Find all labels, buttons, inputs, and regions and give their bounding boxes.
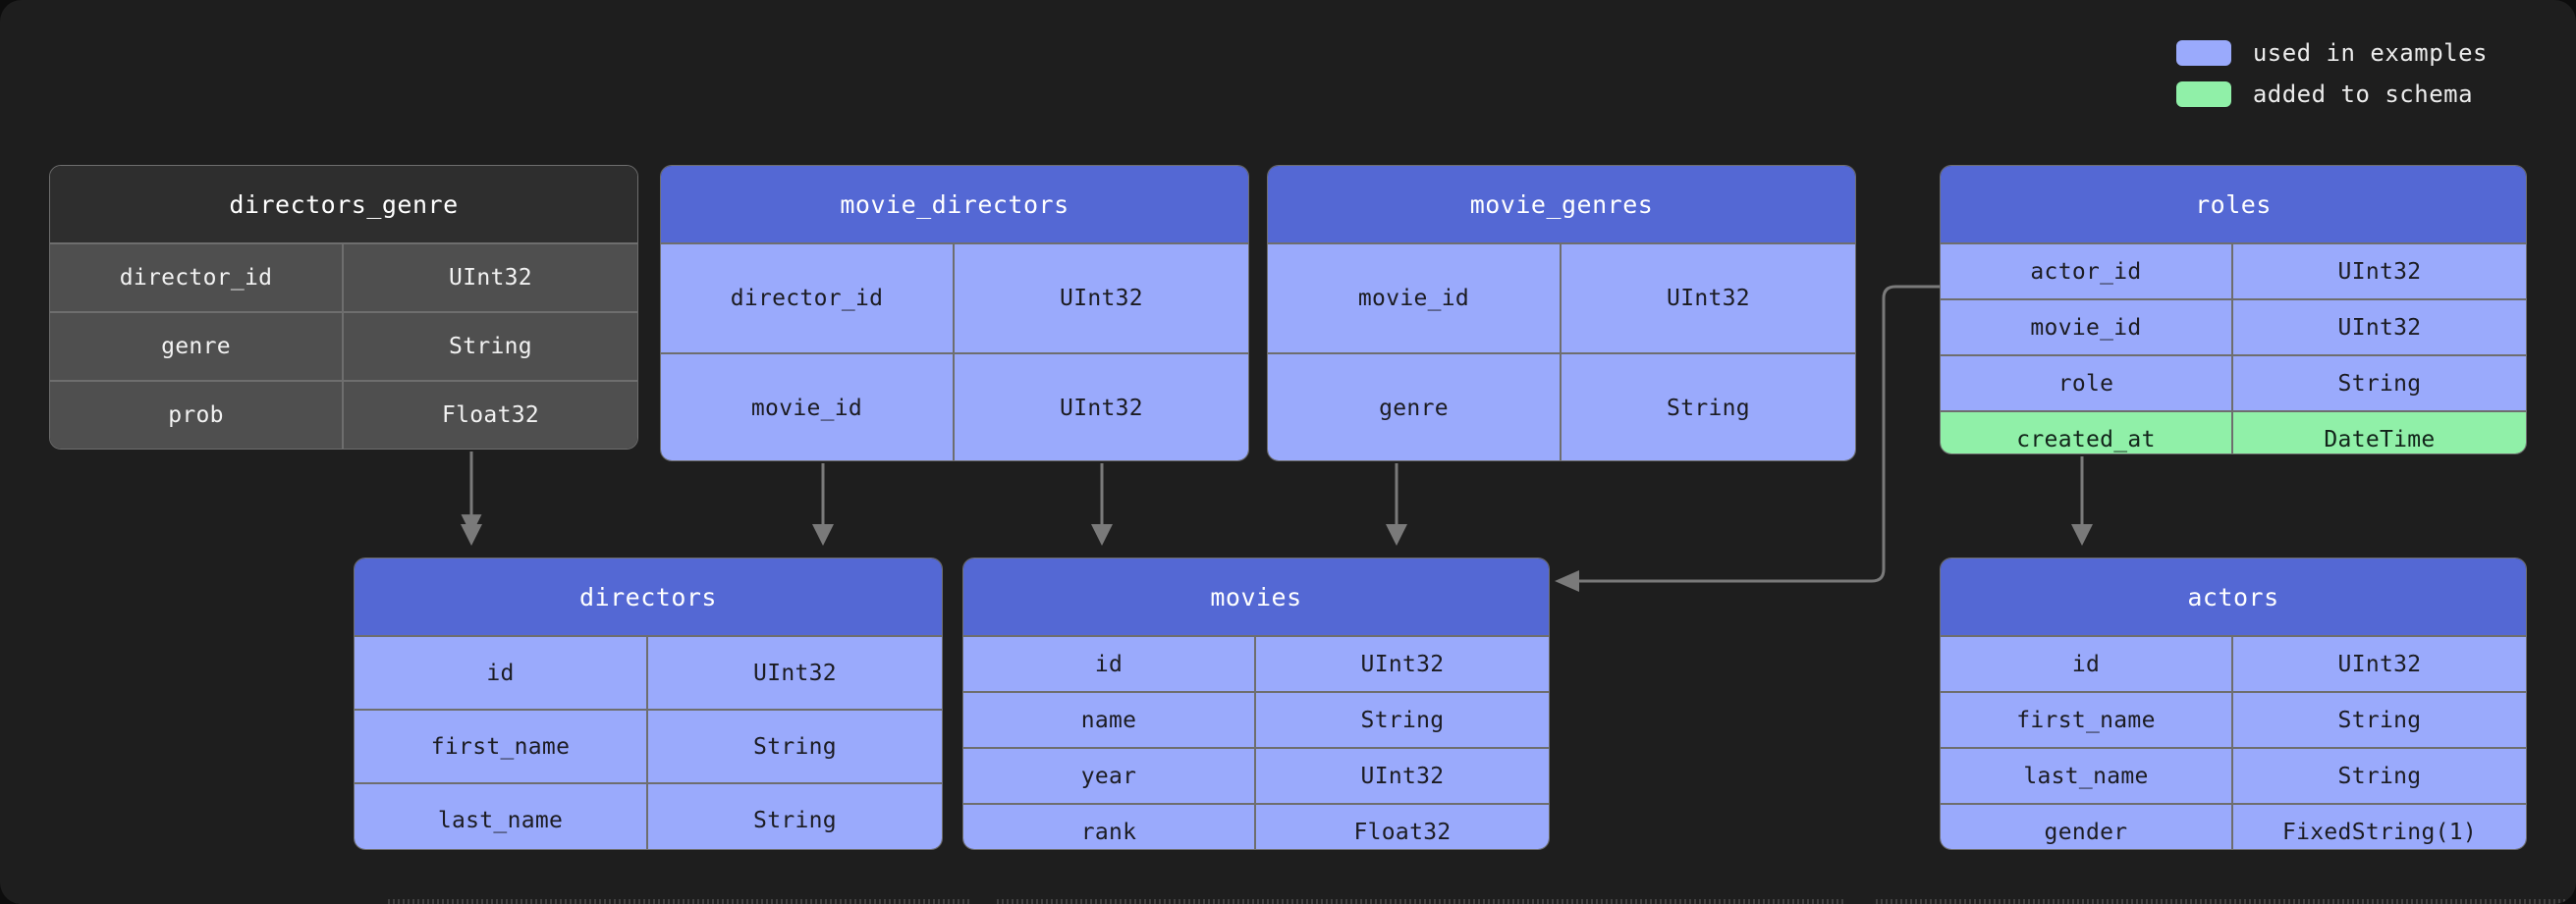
artifact-mask bbox=[0, 898, 388, 904]
column-type-cell: Float32 bbox=[344, 382, 637, 449]
column-name-cell: last_name bbox=[355, 784, 648, 849]
column-type-cell: String bbox=[2233, 693, 2526, 747]
column-type-cell: String bbox=[1562, 354, 1855, 460]
legend-swatch-added-to-schema bbox=[2175, 81, 2231, 107]
column-name-cell: year bbox=[963, 749, 1256, 803]
column-name-cell: rank bbox=[963, 805, 1256, 849]
column-name-cell: role bbox=[1941, 356, 2233, 410]
column-type-cell: UInt32 bbox=[2233, 637, 2526, 691]
column-name-cell: movie_id bbox=[1941, 300, 2233, 354]
column-type-cell: String bbox=[344, 313, 637, 380]
column-name-cell: director_id bbox=[50, 244, 344, 311]
legend-label-added-to-schema: added to schema bbox=[2252, 80, 2474, 108]
column-type-cell: DateTime bbox=[2233, 412, 2526, 453]
column-type-cell: String bbox=[648, 784, 942, 849]
column-type-cell: FixedString(1) bbox=[2233, 805, 2526, 849]
arrowhead-roles-movies bbox=[1555, 570, 1579, 592]
column-name-cell: id bbox=[963, 637, 1256, 691]
column-name-cell: genre bbox=[1268, 354, 1562, 460]
legend-label-used-in-examples: used in examples bbox=[2252, 39, 2488, 67]
column-type-cell: UInt32 bbox=[2233, 300, 2526, 354]
column-name-cell: prob bbox=[50, 382, 344, 449]
arrowhead-md-directors bbox=[812, 524, 834, 546]
table-title-roles: roles bbox=[1941, 166, 2526, 242]
table-title-movies: movies bbox=[963, 558, 1549, 635]
legend-item-added-to-schema: added to schema bbox=[2175, 80, 2488, 108]
column-name-cell: first_name bbox=[355, 711, 648, 782]
legend: used in examples added to schema bbox=[2175, 39, 2488, 108]
column-type-cell: UInt32 bbox=[2233, 244, 2526, 298]
column-name-cell: last_name bbox=[1941, 749, 2233, 803]
column-name-cell: director_id bbox=[661, 244, 955, 352]
column-type-cell: UInt32 bbox=[955, 354, 1248, 460]
column-name-cell: first_name bbox=[1941, 693, 2233, 747]
artifact-mask bbox=[972, 898, 997, 904]
column-type-cell: UInt32 bbox=[648, 637, 942, 709]
artifact-mask bbox=[1846, 898, 1876, 904]
table-title-movie_genres: movie_genres bbox=[1268, 166, 1855, 242]
column-type-cell: String bbox=[2233, 749, 2526, 803]
arrowhead-mg-movies bbox=[1386, 524, 1407, 546]
column-name-cell: movie_id bbox=[661, 354, 955, 460]
legend-swatch-used-in-examples bbox=[2175, 40, 2231, 66]
table-title-movie_directors: movie_directors bbox=[661, 166, 1248, 242]
legend-item-used-in-examples: used in examples bbox=[2175, 39, 2488, 67]
column-name-cell: name bbox=[963, 693, 1256, 747]
arrowhead-roles-actors bbox=[2071, 524, 2093, 546]
arrowhead-dg-directors bbox=[461, 524, 482, 546]
column-type-cell: Float32 bbox=[1256, 805, 1549, 849]
column-name-cell: id bbox=[355, 637, 648, 709]
column-name-cell: actor_id bbox=[1941, 244, 2233, 298]
table-title-actors: actors bbox=[1941, 558, 2526, 635]
column-name-cell: movie_id bbox=[1268, 244, 1562, 352]
column-name-cell: created_at bbox=[1941, 412, 2233, 453]
column-type-cell: UInt32 bbox=[955, 244, 1248, 352]
bottom-edge-artifact bbox=[0, 899, 2576, 904]
column-name-cell: id bbox=[1941, 637, 2233, 691]
arrowhead-md-movies bbox=[1091, 524, 1113, 546]
table-title-directors_genre: directors_genre bbox=[50, 166, 637, 242]
table-title-directors: directors bbox=[355, 558, 942, 635]
column-name-cell: gender bbox=[1941, 805, 2233, 849]
column-type-cell: String bbox=[1256, 693, 1549, 747]
column-type-cell: String bbox=[2233, 356, 2526, 410]
column-type-cell: UInt32 bbox=[1256, 637, 1549, 691]
column-type-cell: String bbox=[648, 711, 942, 782]
column-name-cell: genre bbox=[50, 313, 344, 380]
column-type-cell: UInt32 bbox=[344, 244, 637, 311]
column-type-cell: UInt32 bbox=[1256, 749, 1549, 803]
column-type-cell: UInt32 bbox=[1562, 244, 1855, 352]
